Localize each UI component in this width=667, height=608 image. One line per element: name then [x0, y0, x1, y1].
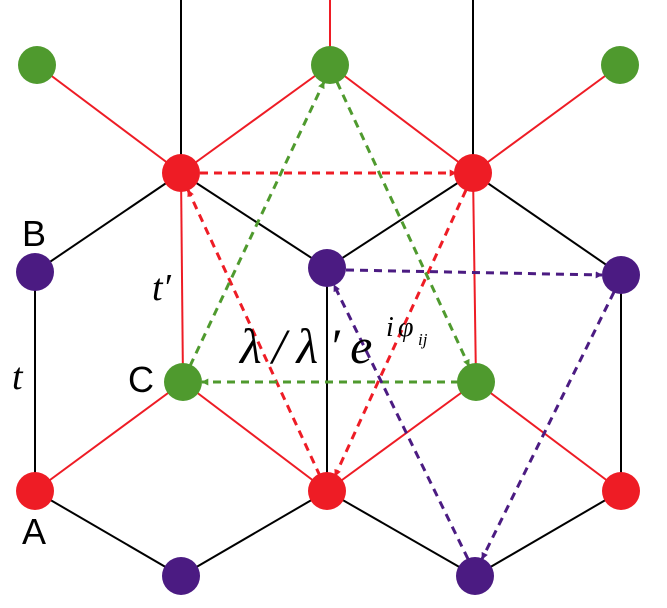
site-a [454, 154, 492, 192]
nearest-neighbor-bonds [34, 0, 622, 577]
site-a [162, 154, 200, 192]
formula-exp-sub: ij [418, 330, 428, 349]
green-hopping-arrows [188, 81, 471, 386]
site-c [18, 46, 56, 84]
bond-t [34, 490, 182, 577]
site-c [601, 46, 639, 84]
hop-arrow [335, 81, 471, 367]
bond-t-prime [475, 381, 622, 492]
label-site-c: C [128, 359, 154, 400]
bond-t [472, 172, 622, 276]
site-a [602, 472, 640, 510]
bond-t-prime [329, 64, 474, 174]
hop-arrow [333, 189, 468, 477]
hop-arrow [332, 284, 470, 560]
site-a [16, 472, 54, 510]
formula-main: λ / λ ′ e [238, 318, 372, 374]
bond-t [326, 490, 476, 577]
site-c [457, 363, 495, 401]
bond-t-prime [180, 172, 184, 383]
bond-t-prime [34, 381, 184, 492]
bond-t [180, 172, 328, 269]
bond-t [474, 490, 622, 577]
site-c [311, 46, 349, 84]
red-hopping-arrows [186, 169, 468, 477]
bond-t-prime [472, 64, 621, 174]
site-b [308, 249, 346, 287]
bond-t-prime [326, 381, 477, 492]
site-b [456, 557, 494, 595]
site-b [16, 253, 54, 291]
bond-t-prime [180, 64, 331, 174]
hop-arrow [188, 81, 326, 367]
bond-t-prime [36, 64, 182, 174]
bond-t-prime [182, 381, 328, 492]
label-hop-t: t [12, 356, 24, 398]
bond-t [180, 490, 328, 577]
hop-arrow [186, 189, 322, 477]
purple-hopping-arrows [332, 268, 616, 560]
label-site-b: B [22, 213, 46, 254]
site-a [308, 472, 346, 510]
c-sites [18, 46, 639, 401]
hop-arrow [345, 268, 603, 279]
label-site-a: A [22, 511, 46, 552]
formula-exp-phi: φ [398, 312, 414, 343]
b-sites [16, 249, 640, 595]
site-c [164, 363, 202, 401]
a-sites [16, 154, 640, 510]
label-hop-t-prime: t′ [152, 267, 172, 309]
site-b [602, 256, 640, 294]
bond-t [326, 172, 474, 269]
bond-t [34, 172, 182, 273]
hop-arrow [480, 291, 616, 560]
formula-exp-i: i [386, 312, 394, 343]
bond-t-prime [472, 172, 477, 383]
site-b [162, 557, 200, 595]
